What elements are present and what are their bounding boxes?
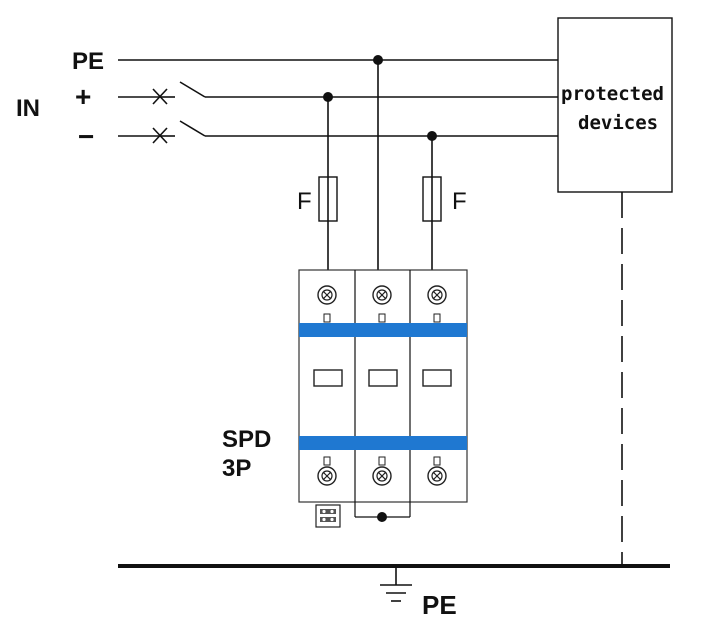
screw-terminal-icon [427,285,447,305]
plus-switch-icon [152,81,206,105]
minus-label: − [78,121,94,152]
spd-3p-label: 3P [222,455,251,482]
ground-icon [380,566,412,602]
protected-devices-box [557,17,673,193]
status-window [313,369,343,387]
protected-devices-line1: protected [561,83,664,105]
minus-switch-icon [152,120,206,144]
junction-dot-icon [377,512,387,522]
screw-terminal-icon [317,285,337,305]
in-label: IN [16,95,40,122]
spd-label: SPD [222,426,271,453]
status-window [422,369,452,387]
screw-terminal-icon [372,466,392,486]
screw-terminal-icon [317,466,337,486]
pe-top-label: PE [72,48,104,75]
screw-terminal-icon [372,285,392,305]
blue-band-top [299,323,467,337]
signal-connector-icon [315,504,341,528]
status-window [368,369,398,387]
fuse-left-label: F [297,188,312,215]
protected-devices-line2: devices [578,112,658,134]
pe-bottom-label: PE [422,590,457,620]
screw-terminal-icon [427,466,447,486]
blue-band-bottom [299,436,467,450]
fuse-right-label: F [452,188,467,215]
spd-module [298,269,468,518]
plus-label: + [75,81,91,112]
